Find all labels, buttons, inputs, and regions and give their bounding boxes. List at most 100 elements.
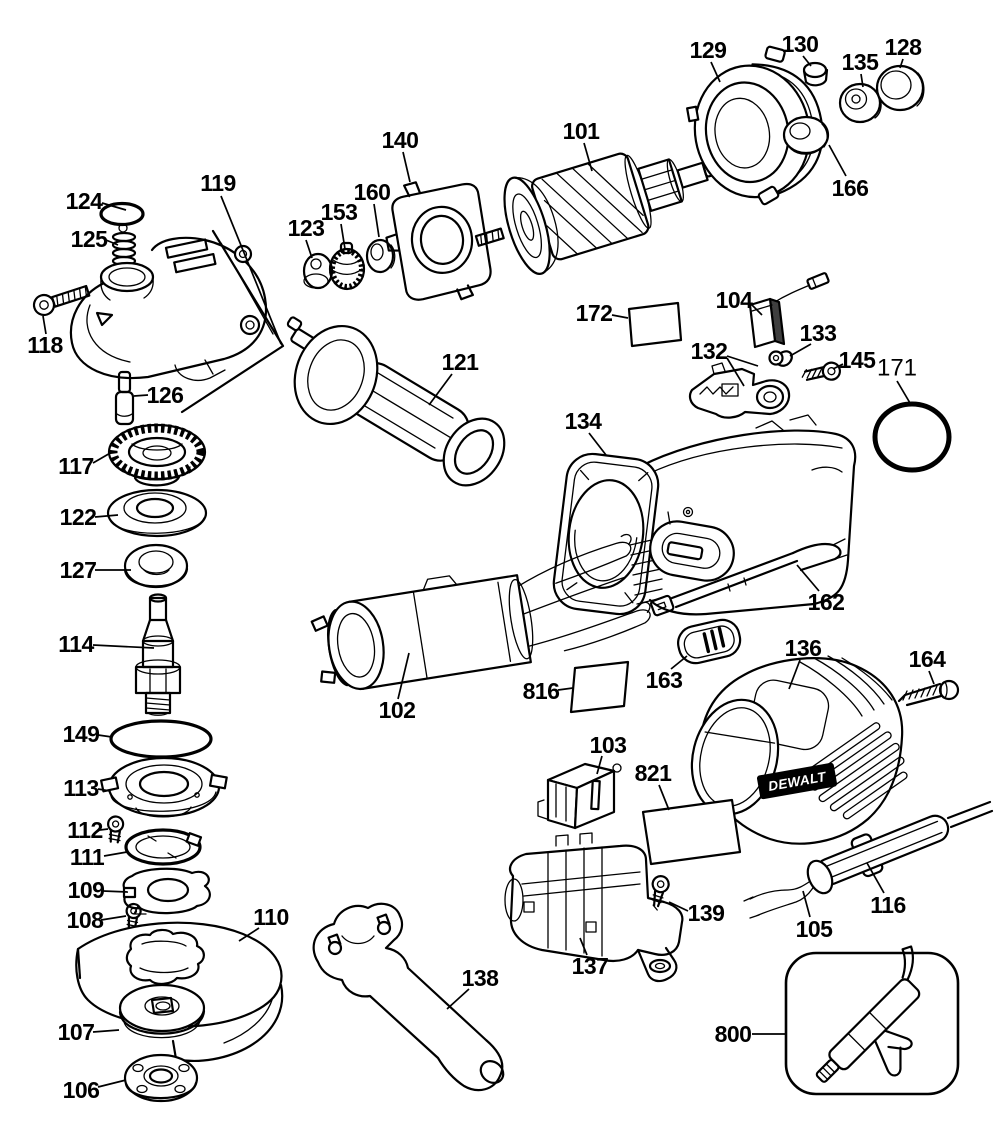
leader-line-163 bbox=[670, 655, 688, 670]
part-111-retaining-ring bbox=[124, 828, 203, 866]
leader-line-153 bbox=[340, 223, 346, 250]
leader-line-134 bbox=[588, 432, 607, 456]
leader-line-123 bbox=[305, 239, 313, 259]
part-label-107: 107 bbox=[58, 1019, 95, 1045]
part-106-clamp-nut bbox=[123, 1053, 199, 1103]
leader-line-111 bbox=[103, 851, 128, 857]
part-112-screw bbox=[107, 815, 125, 844]
part-129-inner-flange bbox=[686, 45, 824, 206]
leader-line-119 bbox=[220, 195, 282, 345]
part-label-134: 134 bbox=[565, 408, 603, 434]
leader-line-106 bbox=[97, 1079, 127, 1088]
part-162-brush-bar bbox=[649, 538, 848, 617]
part-128-retainer bbox=[875, 64, 925, 112]
leader-line-140 bbox=[402, 151, 411, 183]
part-label-121: 121 bbox=[442, 349, 480, 375]
leader-line-139 bbox=[668, 901, 689, 912]
leader-line-108 bbox=[100, 915, 127, 921]
part-label-102: 102 bbox=[379, 697, 416, 723]
part-127-bearing bbox=[123, 543, 189, 589]
part-label-172: 172 bbox=[576, 300, 613, 326]
part-149-o-ring bbox=[109, 719, 213, 759]
leader-line-160 bbox=[373, 203, 380, 238]
leader-line-110 bbox=[238, 927, 260, 942]
part-label-138: 138 bbox=[462, 965, 500, 991]
leader-line-136 bbox=[788, 659, 801, 690]
part-140-clutch-plate bbox=[385, 181, 492, 301]
leader-line-129 bbox=[710, 61, 721, 83]
part-label-129: 129 bbox=[690, 37, 727, 63]
part-label-130: 130 bbox=[782, 31, 819, 57]
leader-line-118 bbox=[42, 315, 47, 335]
part-117-gear bbox=[107, 423, 207, 487]
diagram-line-art: DEWALT bbox=[32, 45, 994, 1103]
part-label-123: 123 bbox=[288, 215, 325, 241]
part-label-149: 149 bbox=[63, 721, 100, 747]
part-label-139: 139 bbox=[688, 900, 725, 926]
part-114-spindle bbox=[134, 593, 182, 716]
leader-line-135 bbox=[860, 73, 864, 88]
part-label-128: 128 bbox=[885, 34, 923, 60]
leader-line-116 bbox=[866, 862, 885, 894]
part-172-label bbox=[627, 301, 683, 348]
leader-line-171 bbox=[896, 380, 911, 404]
leader-line-149 bbox=[97, 734, 113, 738]
part-124-o-ring bbox=[99, 201, 145, 227]
part-label-118: 118 bbox=[27, 332, 63, 358]
leader-line-121 bbox=[428, 373, 453, 406]
part-800-kit-box bbox=[784, 945, 960, 1096]
part-label-124: 124 bbox=[66, 188, 104, 214]
part-126-pin bbox=[114, 370, 135, 426]
leader-line-101 bbox=[583, 142, 593, 172]
part-145-screw bbox=[801, 361, 842, 381]
part-137-switch-housing bbox=[504, 832, 684, 983]
part-label-140: 140 bbox=[382, 127, 419, 153]
leader-line-816 bbox=[557, 687, 574, 691]
part-136-motor-housing: DEWALT bbox=[690, 655, 908, 845]
leader-line-124 bbox=[101, 202, 127, 211]
part-label-132: 132 bbox=[691, 338, 728, 364]
leader-line-117 bbox=[92, 451, 113, 464]
part-122-washer bbox=[106, 488, 208, 538]
part-160-spacer bbox=[365, 238, 396, 274]
leader-line-128 bbox=[899, 58, 904, 69]
part-label-153: 153 bbox=[321, 199, 358, 225]
leader-line-164 bbox=[928, 670, 935, 685]
part-label-119: 119 bbox=[200, 170, 236, 196]
leader-line-126 bbox=[133, 394, 149, 397]
part-139-screw bbox=[651, 875, 670, 911]
part-label-114: 114 bbox=[58, 631, 94, 657]
part-135-bearing bbox=[838, 82, 882, 124]
part-816-label bbox=[569, 660, 630, 714]
part-107-backing-flange bbox=[118, 983, 206, 1039]
part-label-105: 105 bbox=[796, 916, 834, 942]
part-label-133: 133 bbox=[800, 320, 837, 346]
part-123-bearing bbox=[302, 252, 334, 290]
part-label-800: 800 bbox=[715, 1021, 752, 1047]
part-171-o-ring bbox=[872, 401, 952, 473]
part-121-side-handle bbox=[286, 316, 506, 487]
leader-line-172 bbox=[611, 314, 629, 319]
leader-line-113 bbox=[97, 788, 111, 792]
leader-line-109 bbox=[102, 890, 129, 893]
leader-line-102 bbox=[397, 652, 410, 700]
leader-line-132 bbox=[726, 357, 745, 387]
part-label-112: 112 bbox=[67, 817, 103, 843]
leader-line-104 bbox=[751, 304, 763, 316]
part-101-armature bbox=[474, 152, 721, 275]
part-153-pinion bbox=[328, 241, 366, 291]
part-labels: 1011021031041051061071081091101111121131… bbox=[27, 31, 946, 1103]
part-label-135: 135 bbox=[842, 49, 880, 75]
part-118-screw bbox=[32, 284, 91, 317]
leader-line-130 bbox=[802, 55, 812, 67]
leader-line-162 bbox=[796, 564, 820, 592]
leader-line-166 bbox=[828, 144, 847, 177]
part-103-switch bbox=[537, 762, 622, 830]
leader-line-133 bbox=[789, 343, 812, 357]
part-label-136: 136 bbox=[785, 635, 822, 661]
part-164-screw bbox=[897, 679, 960, 707]
part-label-163: 163 bbox=[646, 667, 683, 693]
part-label-113: 113 bbox=[63, 775, 99, 801]
